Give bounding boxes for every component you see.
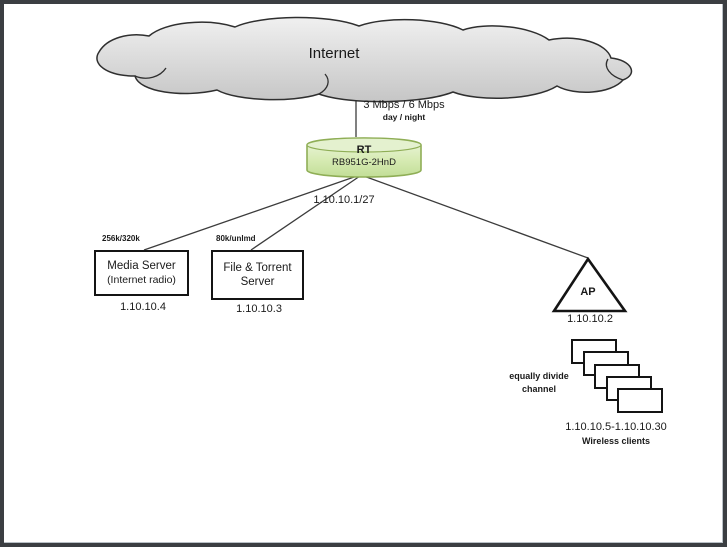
media-server-name: Media Server [107, 260, 176, 273]
wireless-clients-ip-range: 1.10.10.5-1.10.10.30 [565, 421, 667, 433]
file-server-limit-label: 80k/unlmd [216, 234, 256, 243]
cloud-curl-right [605, 58, 624, 81]
link-router-media [143, 175, 358, 251]
router-cylinder-top [306, 137, 422, 153]
link-router-ap [360, 174, 589, 259]
wan-bandwidth-label: 3 Mbps / 6 Mbps [363, 99, 445, 111]
internet-cloud-shape [96, 16, 633, 103]
wireless-client-card [617, 388, 663, 413]
media-server-ip-label: 1.10.10.4 [120, 301, 166, 313]
connector-lines [143, 91, 589, 259]
file-server-name: File & Torrent [223, 261, 292, 274]
wan-link-labels: 3 Mbps / 6 Mbps day / night [349, 99, 459, 122]
wireless-clients-note-line1: equally divide [509, 371, 569, 381]
wan-schedule-label: day / night [382, 112, 426, 122]
router-model-label: RB951G-2HnD [332, 157, 396, 168]
wireless-clients-stack [571, 339, 681, 419]
media-server-node: Media Server (Internet radio) [94, 250, 189, 296]
cloud-curl-left [134, 67, 167, 79]
wireless-clients-note-line2: channel [521, 384, 556, 395]
link-router-file [250, 175, 361, 251]
file-server-ip-label: 1.10.10.3 [236, 303, 282, 315]
media-server-limit-label: 256k/320k [102, 234, 140, 243]
access-point-ip-label: 1.10.10.2 [567, 313, 613, 325]
internet-label: Internet [308, 45, 360, 62]
router-ip-label: 1.10.10.1/27 [313, 194, 375, 206]
cloud-curl-bottom [318, 73, 329, 95]
file-server-name-line2: Server [240, 276, 275, 288]
access-point-triangle-shape [551, 256, 628, 313]
router-cylinder-shape [306, 137, 422, 178]
file-server-node: File & Torrent Server [211, 250, 304, 300]
router-name-label: RT [356, 144, 372, 156]
access-point-label: AP [580, 286, 596, 298]
media-server-subtitle: (Internet radio) [107, 273, 176, 286]
wireless-clients-note: equally divide channel [497, 370, 581, 396]
wireless-clients-label: Wireless clients [582, 436, 650, 446]
